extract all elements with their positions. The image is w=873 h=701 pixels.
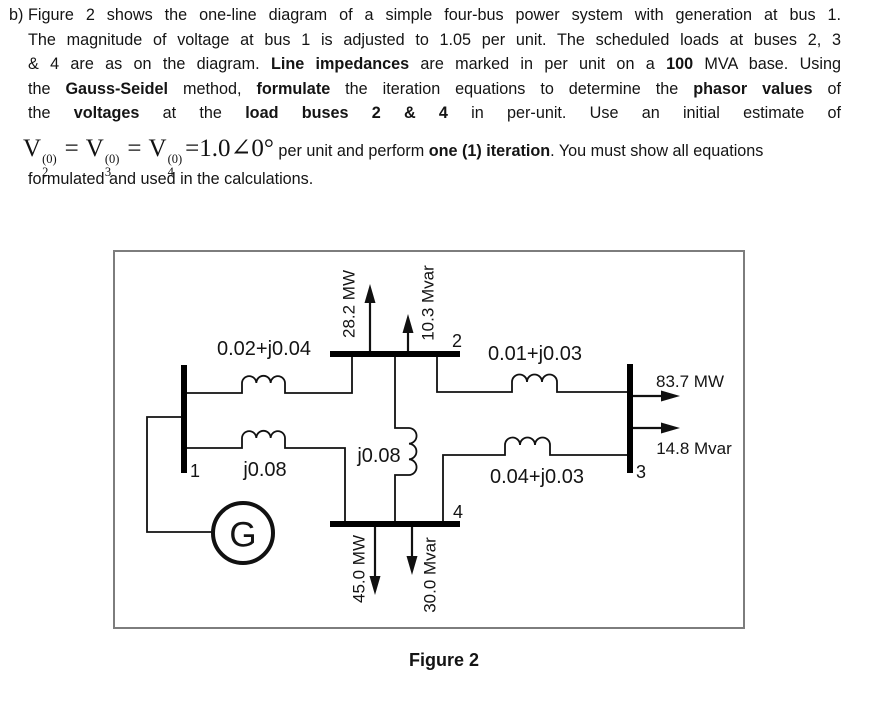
bus-4-label: 4 <box>453 502 463 522</box>
bus3-mw-arrow-head <box>661 390 680 402</box>
bus-3-label: 3 <box>636 462 646 482</box>
generator-wire <box>146 416 213 533</box>
bus3-mvar-load-label: 14.8 Mvar <box>656 439 732 458</box>
generator-label: G <box>229 516 256 555</box>
line-2-4 <box>394 356 418 522</box>
impedance-label-line-2-4: j0.08 <box>356 445 400 467</box>
generator-symbol <box>211 501 275 565</box>
line-1-4 <box>186 430 346 522</box>
bus-1-label: 1 <box>190 461 200 481</box>
voltage-v3-symbol: V(0)3 <box>85 134 120 179</box>
line-4-3 <box>442 436 627 521</box>
bus4-mw-arrow-head <box>369 576 381 595</box>
figure-caption: Figure 2 <box>409 650 479 670</box>
bus3-mw-load-label: 83.7 MW <box>656 372 724 391</box>
impedance-label-line-1-2: 0.02+j0.04 <box>217 338 311 360</box>
line-2-3 <box>436 356 627 393</box>
problem-text-line-5: the voltages at the load buses 2 & 4 in … <box>28 104 841 122</box>
problem-text-line-1: b)Figure 2 shows the one-line diagram of… <box>9 3 841 28</box>
item-marker: b) <box>9 6 24 24</box>
problem-text-line-6: V(0)2=V(0)3=V(0)4=1.0∠0° per unit and pe… <box>23 134 764 179</box>
voltage-v2-symbol: V(0)2 <box>23 134 57 179</box>
bus2-mvar-load-label: 10.3 Mvar <box>419 265 438 341</box>
problem-text-line-3: & 4 are as on the diagram. Line impedanc… <box>28 55 841 73</box>
bus4-mvar-arrow-head <box>406 556 418 575</box>
figure-border <box>113 250 745 629</box>
initial-estimate-formula: V(0)2=V(0)3=V(0)4=1.0∠0° <box>23 134 274 179</box>
impedance-label-line-4-3: 0.04+j0.03 <box>490 466 584 488</box>
bus2-mvar-arrow-head <box>402 314 414 333</box>
bus3-mvar-arrow-head <box>661 422 680 434</box>
bus2-mw-arrow-head <box>364 284 376 303</box>
impedance-label-line-2-3: 0.01+j0.03 <box>488 343 582 365</box>
bus2-mw-load-label: 28.2 MW <box>340 270 359 338</box>
voltage-v4-symbol: V(0)4 <box>148 134 183 179</box>
line-1-2 <box>186 355 353 394</box>
problem-text-line-4: the Gauss-Seidel method, formulate the i… <box>28 79 841 98</box>
bus4-mvar-load-label: 30.0 Mvar <box>421 537 440 613</box>
impedance-label-line-1-4: j0.08 <box>242 459 286 481</box>
problem-statement: b)Figure 2 shows the one-line diagram of… <box>9 3 841 191</box>
bus4-mw-load-label: 45.0 MW <box>350 535 369 603</box>
bus-2-label: 2 <box>452 331 462 351</box>
formula-value: =1.0∠0° <box>185 134 274 162</box>
problem-text-line-2: The magnitude of voltage at bus 1 is adj… <box>28 30 841 49</box>
problem-text-line-7: formulated and used in the calculations. <box>28 169 314 188</box>
